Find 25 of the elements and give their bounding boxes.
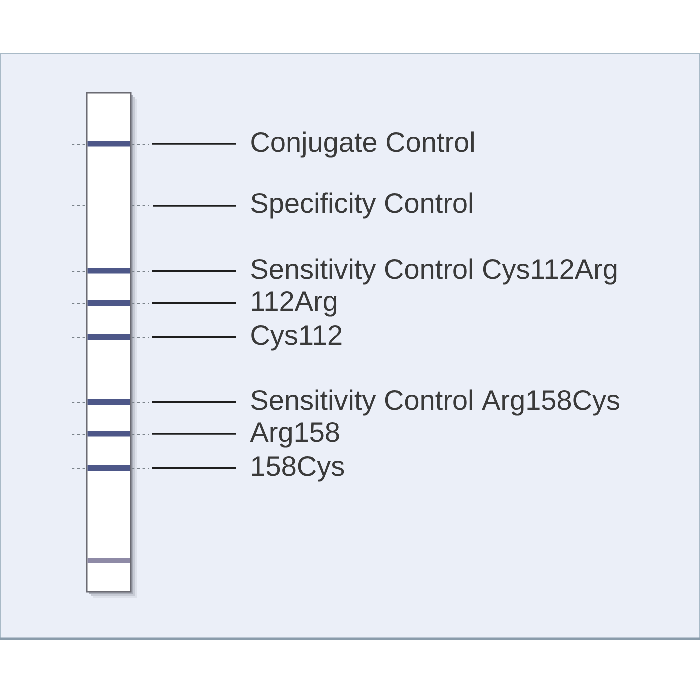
band [88,466,130,471]
band [88,400,130,405]
leader-line [152,336,236,338]
leader-line [152,467,236,470]
leader-line [152,270,236,272]
leader-line [152,433,236,435]
band-label: Sensitivity Control Arg158Cys [251,390,620,416]
band [88,268,130,274]
band [88,334,130,340]
band-label: Arg158 [250,422,340,448]
leader-line [152,401,236,404]
band-label: 158Cys [252,456,344,482]
band-label: Specificity Control [251,192,472,219]
leader-line [152,302,236,304]
band-label: 112Arg [252,291,337,317]
band [88,431,130,437]
leader-line [153,205,236,207]
band-label: Conjugate Control [252,132,474,158]
band [88,558,130,564]
band-label: Cys112 [252,325,342,351]
band-label: Sensitivity Control Cys112Arg [251,258,617,285]
leader-line [152,143,236,145]
test-strip [86,92,137,598]
band [88,141,130,147]
band [88,300,130,306]
